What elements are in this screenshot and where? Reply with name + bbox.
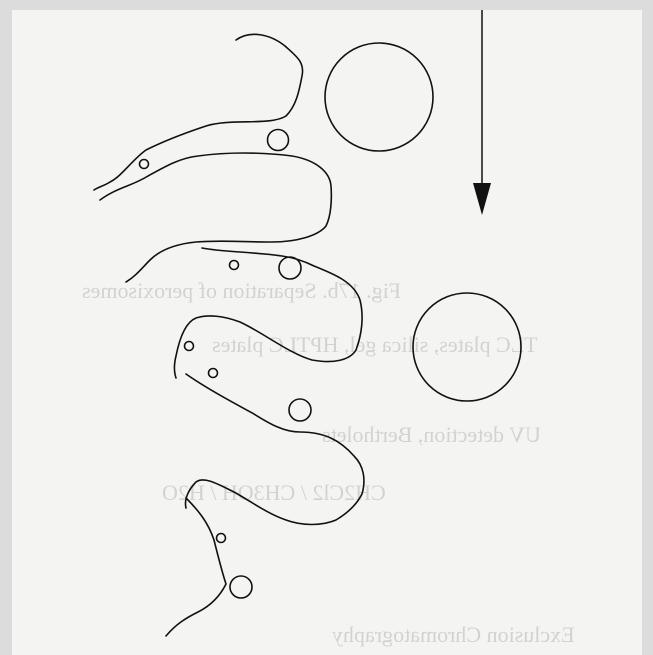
small-molecule-circle-2 [230,261,239,270]
medium-molecule-circle-2 [279,257,301,279]
gel-bead-wall-1 [94,34,303,190]
gel-bead-wall-3 [175,248,363,378]
paper-page: Fig. 17b. Separation of peroxisomes TLC … [12,10,642,655]
diagram-svg [12,10,642,655]
medium-molecule-circle-1 [268,130,289,151]
flow-arrow-head [473,183,491,215]
gel-bead-wall-4 [185,374,363,525]
large-molecule-circle-2 [413,293,521,401]
medium-molecule-circle-4 [230,576,252,598]
small-molecule-circle-3 [185,342,194,351]
large-molecule-circle-1 [325,43,433,151]
gel-bead-wall-2 [100,153,331,282]
small-molecule-circle-1 [140,160,149,169]
medium-molecule-circle-3 [289,399,311,421]
gel-bead-wall-5 [166,498,226,636]
small-molecule-circle-4 [209,369,218,378]
small-molecule-circle-5 [217,534,226,543]
